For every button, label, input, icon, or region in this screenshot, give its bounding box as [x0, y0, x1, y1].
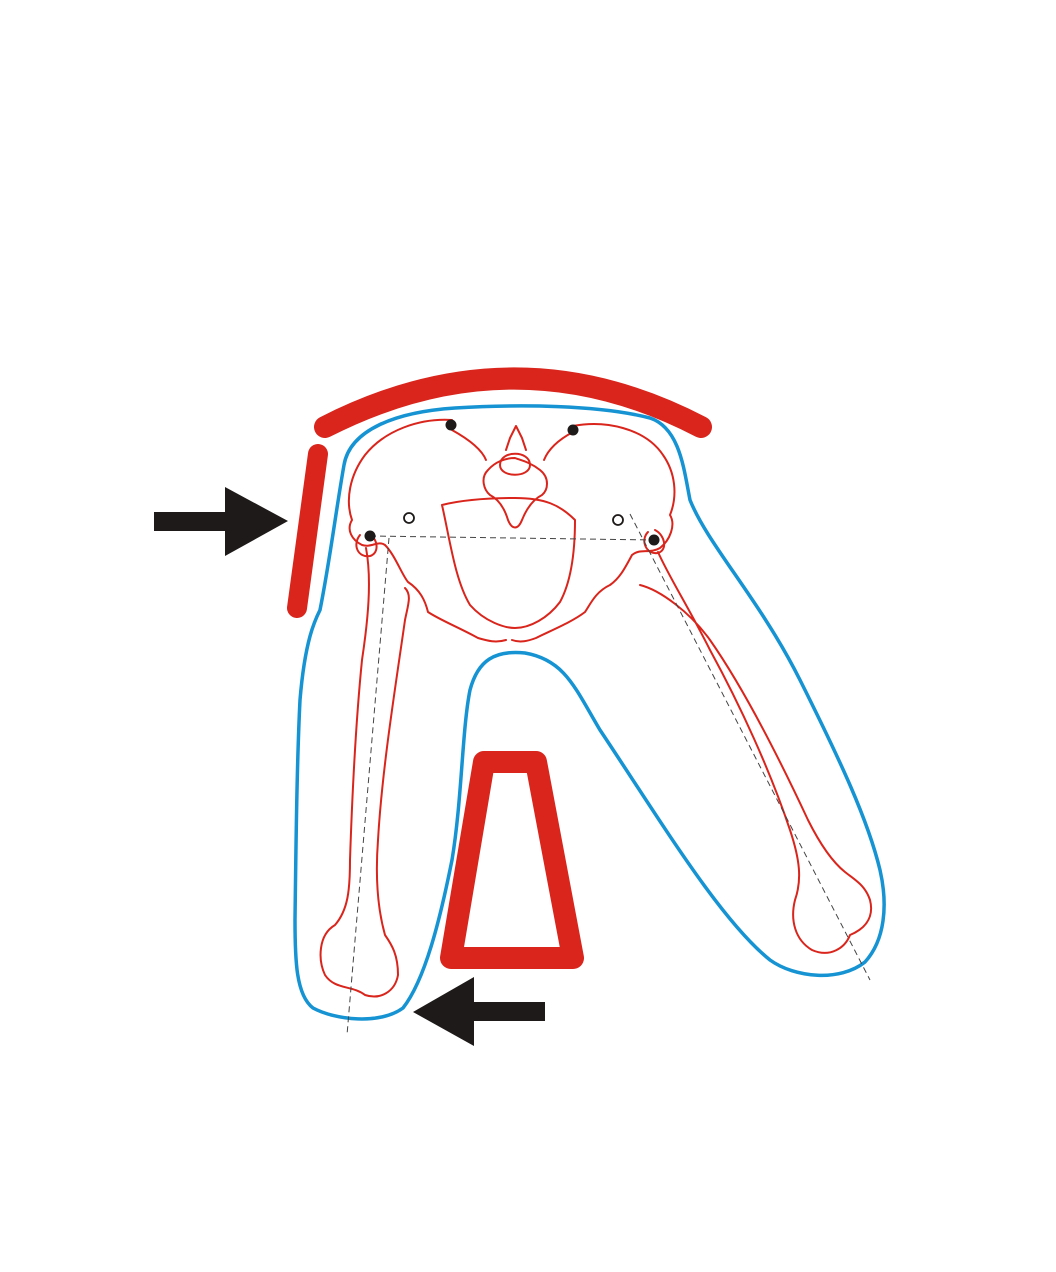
left-open-landmark — [403, 512, 415, 524]
pelvis-bone — [347, 418, 676, 643]
right-iliac-landmark — [567, 424, 579, 436]
vertebral-spine — [505, 425, 527, 451]
landmark-points — [364, 419, 660, 546]
left-femur — [319, 532, 410, 998]
right-arrow-shaft — [154, 512, 234, 531]
left-arrow-icon — [413, 977, 545, 1046]
right-arrow-icon — [154, 487, 288, 556]
left-hemipelvis — [347, 418, 507, 643]
left-wing-inner — [451, 429, 487, 461]
sacrum — [482, 457, 548, 529]
right-hip-joint-landmark — [648, 534, 660, 546]
left-arrow-shaft — [465, 1002, 545, 1021]
right-femur-axis — [629, 513, 871, 981]
soft-tissue-outline — [293, 404, 886, 1021]
reference-lines — [346, 513, 871, 1036]
right-open-landmark — [612, 514, 624, 526]
left-femur-head — [355, 532, 378, 558]
left-hip-joint-landmark — [364, 530, 376, 542]
left-femur-axis — [346, 537, 390, 1036]
top-curved-pad — [314, 367, 712, 438]
right-femur — [639, 529, 873, 954]
right-femur-shaft — [639, 551, 873, 954]
right-wing-inner — [543, 431, 574, 461]
wedge-block — [440, 751, 584, 969]
left-arrow-head — [413, 977, 474, 1046]
vertebra-body — [499, 452, 531, 476]
left-iliac-landmark — [445, 419, 457, 431]
right-hemipelvis — [511, 423, 676, 643]
pelvic-canal — [441, 497, 576, 629]
right-arrow-head — [225, 487, 288, 556]
left-femur-shaft — [319, 547, 410, 998]
hip-axis-line — [369, 535, 655, 541]
left-side-pad — [287, 444, 328, 618]
